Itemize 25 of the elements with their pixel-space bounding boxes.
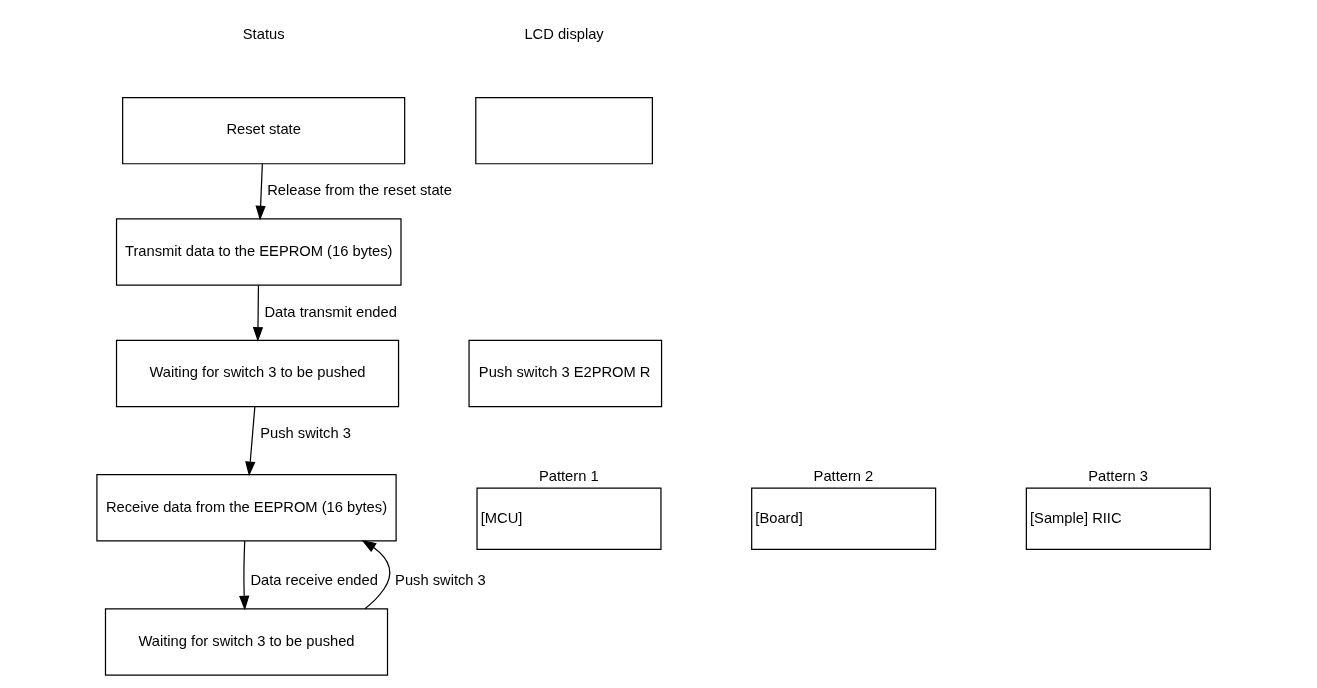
node-box: Push switch 3 E2PROM R xyxy=(468,339,663,408)
node-label: Pattern 3 xyxy=(1088,468,1148,485)
node-box: [MCU] xyxy=(476,487,662,550)
node-box: Waiting for switch 3 to be pushed xyxy=(104,608,389,676)
edge-label: Release from the reset state xyxy=(267,182,452,199)
edge-label: Push switch 3 xyxy=(395,572,486,589)
arrow xyxy=(245,405,256,477)
arrow xyxy=(239,540,250,611)
node-box: Transmit data to the EEPROM (16 bytes) xyxy=(115,218,402,286)
node-box: Receive data from the EEPROM (16 bytes) xyxy=(96,473,397,542)
node-box: [Board] xyxy=(751,487,937,550)
label: Status xyxy=(242,25,285,42)
node-box xyxy=(475,96,653,165)
node-box: [Sample] RIIC xyxy=(1025,487,1211,550)
arrow xyxy=(361,539,391,610)
arrow xyxy=(255,163,266,221)
node-label: Pattern 1 xyxy=(538,468,599,485)
edge-label: Data transmit ended xyxy=(264,303,397,320)
arrow xyxy=(252,284,264,342)
label: LCD display xyxy=(524,25,604,42)
node-label: Pattern 2 xyxy=(813,468,874,485)
edge-label: Data receive ended xyxy=(250,572,378,589)
edge-label: Push switch 3 xyxy=(260,424,351,441)
node-box: Reset state xyxy=(122,96,406,165)
node-box: Waiting for switch 3 to be pushed xyxy=(115,339,400,408)
